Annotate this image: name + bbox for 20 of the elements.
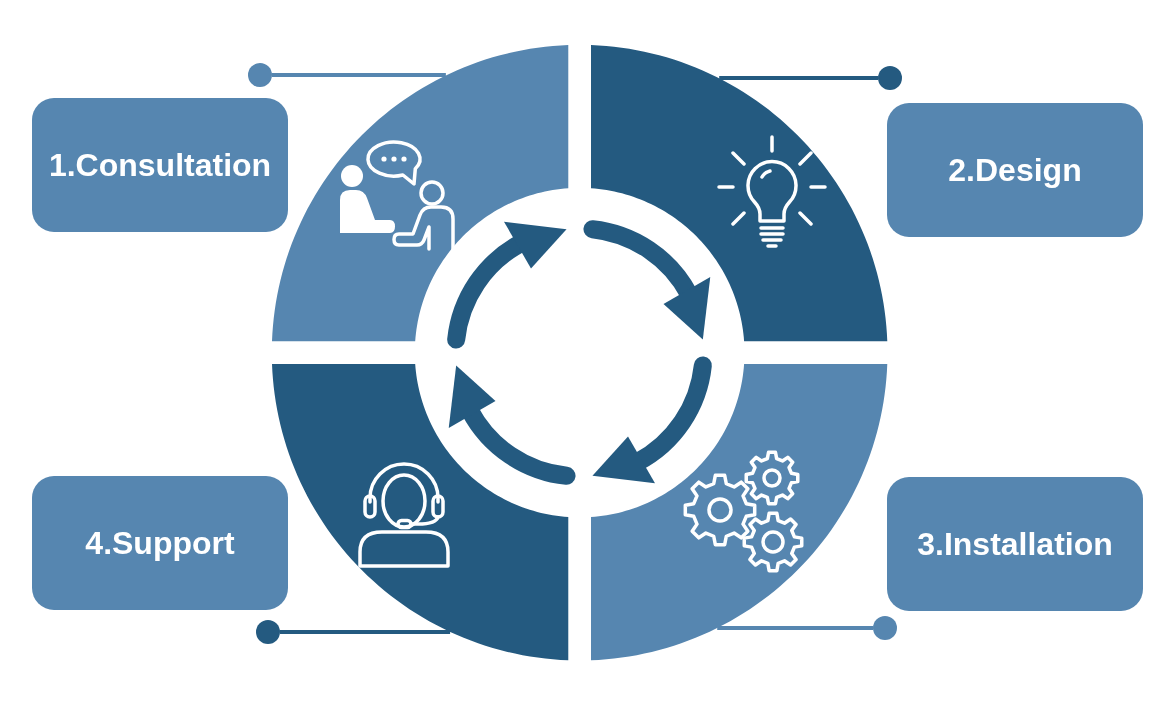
end-dot bbox=[873, 616, 897, 640]
end-dot bbox=[248, 63, 272, 87]
step-label: 2.Design bbox=[948, 151, 1082, 189]
step-box bbox=[887, 477, 1143, 611]
step-box bbox=[887, 103, 1143, 237]
end-dot bbox=[878, 66, 902, 90]
quadrant-segment bbox=[591, 44, 888, 341]
step-box bbox=[32, 98, 288, 232]
leader-line bbox=[719, 76, 878, 80]
leader-line bbox=[717, 626, 873, 630]
leader-line bbox=[280, 630, 451, 634]
step-label: 3.Installation bbox=[917, 525, 1113, 563]
quadrant-segment bbox=[591, 364, 888, 661]
quadrant-segment bbox=[271, 44, 568, 341]
end-dot bbox=[256, 620, 280, 644]
step-label: 4.Support bbox=[85, 524, 235, 562]
step-box bbox=[32, 476, 288, 610]
leader-line bbox=[272, 73, 446, 77]
quadrant-segment bbox=[271, 364, 568, 661]
step-label: 1.Consultation bbox=[48, 146, 272, 184]
